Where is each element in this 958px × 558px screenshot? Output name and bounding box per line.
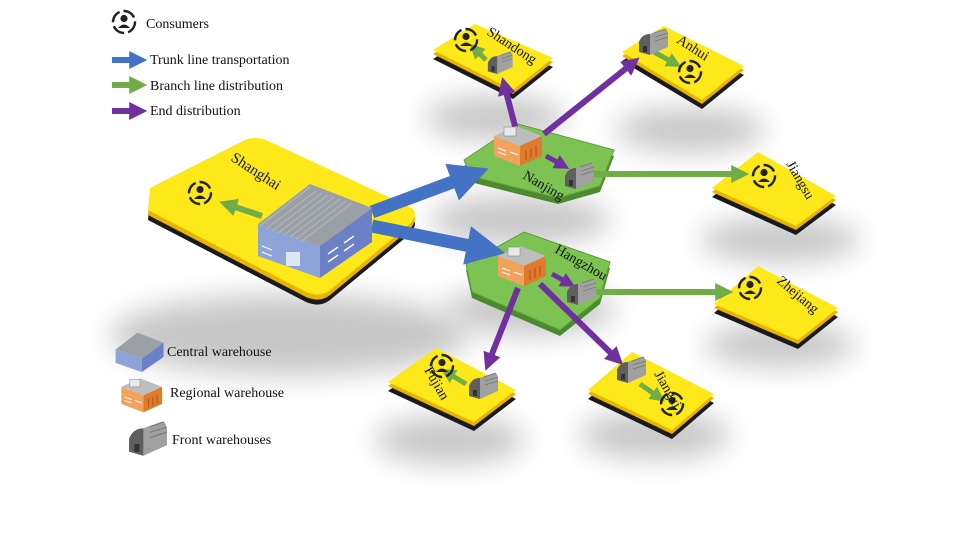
legend-branch-label: Branch line distribution (150, 79, 283, 94)
branch-arrow-shanghai-consumer (219, 198, 263, 219)
legend-central-warehouse-label: Central warehouse (167, 345, 272, 360)
legend-trunk-label: Trunk line transportation (150, 53, 289, 68)
legend-regional-warehouse-label: Regional warehouse (170, 386, 284, 401)
branch-arrow-shandong (469, 43, 488, 62)
end-arrow-fujian (483, 286, 521, 371)
arrows (219, 43, 750, 402)
legend-consumer-icon (111, 9, 137, 35)
end-arrow-jiangxi (537, 281, 624, 366)
branch-arrow-anhui (652, 49, 682, 67)
legend-end-label: End distribution (150, 104, 241, 119)
legend-consumers-label: Consumers (146, 17, 209, 32)
end-arrow-nanjing-front (544, 153, 570, 169)
drop-shadows (110, 96, 860, 464)
end-arrow-shandong (498, 77, 519, 131)
branch-arrow-jiangxi (638, 381, 665, 402)
trunk-arrow-hangzhou (370, 219, 506, 265)
end-arrow-anhui (542, 57, 640, 137)
platform-fujian (388, 348, 516, 431)
trunk-arrow-nanjing (369, 163, 489, 219)
legend-front-warehouses-label: Front warehouses (172, 433, 271, 448)
central-warehouse-icon (258, 184, 372, 278)
legend-central-warehouse-icon (115, 332, 164, 373)
end-arrow-hangzhou-front (550, 271, 576, 287)
legend-front-warehouses-icon (128, 421, 168, 457)
legend: Consumers Trunk line transportation Bran… (111, 9, 289, 457)
legend-regional-warehouse-icon (120, 377, 163, 413)
